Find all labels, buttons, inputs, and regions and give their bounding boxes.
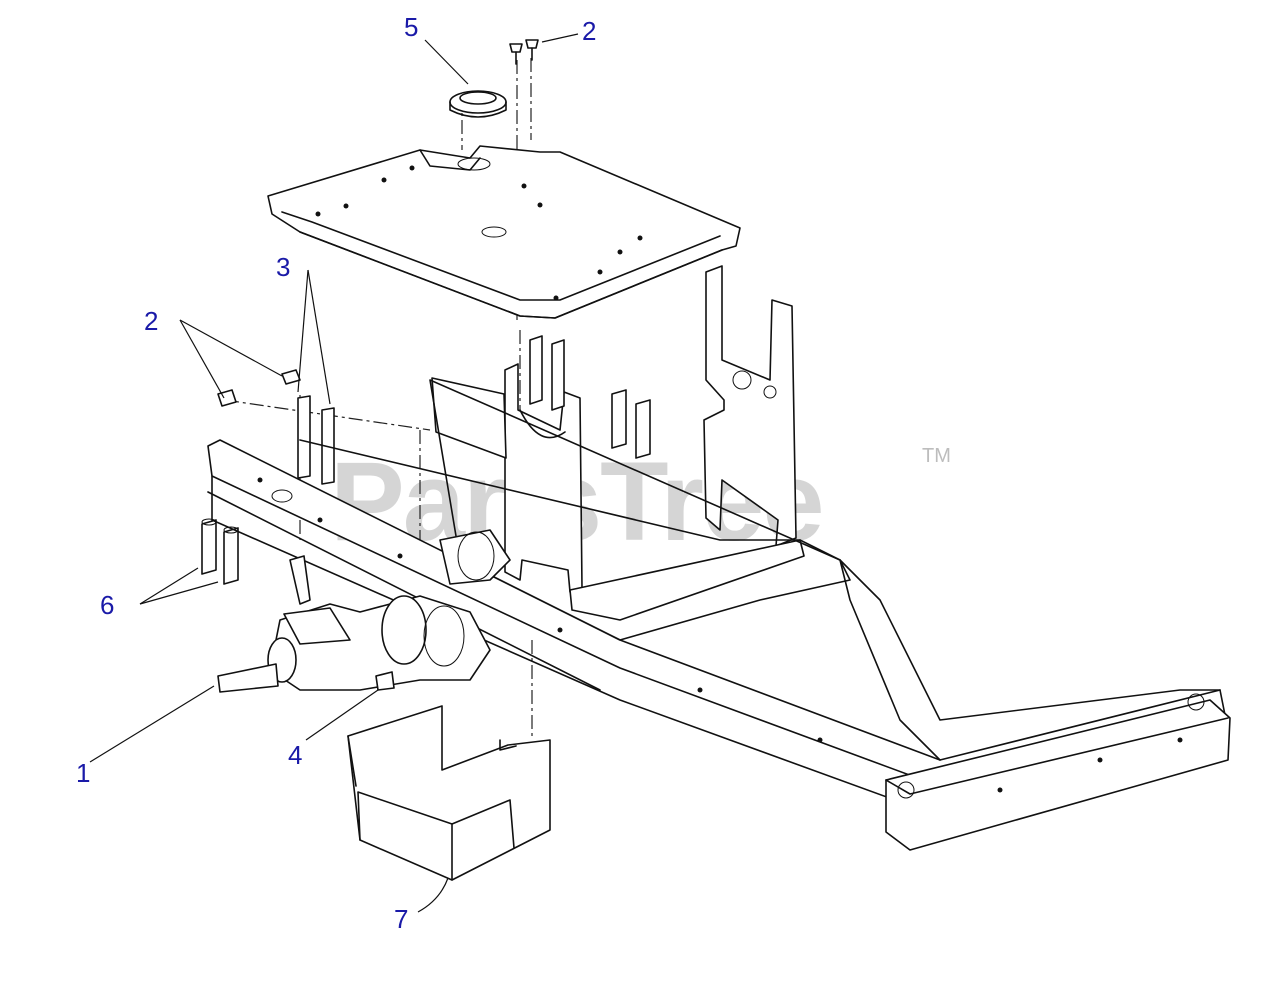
transaxle <box>217 529 511 693</box>
callouts: 5 2 3 2 6 1 4 7 <box>76 12 596 934</box>
top-screws <box>509 39 539 65</box>
watermark-trademark: TM <box>922 445 951 467</box>
grommet-part <box>449 90 507 118</box>
callout-4: 4 <box>288 740 302 770</box>
callout-5: 5 <box>404 12 418 42</box>
callout-1: 1 <box>76 758 90 788</box>
shield-part <box>347 705 551 881</box>
callout-2-left: 2 <box>144 306 158 336</box>
frame <box>207 379 1231 851</box>
callout-3: 3 <box>276 252 290 282</box>
seat-plate <box>267 145 741 319</box>
callout-6: 6 <box>100 590 114 620</box>
callout-7: 7 <box>394 904 408 934</box>
leader-lines <box>89 33 579 913</box>
callout-2-top: 2 <box>582 16 596 46</box>
